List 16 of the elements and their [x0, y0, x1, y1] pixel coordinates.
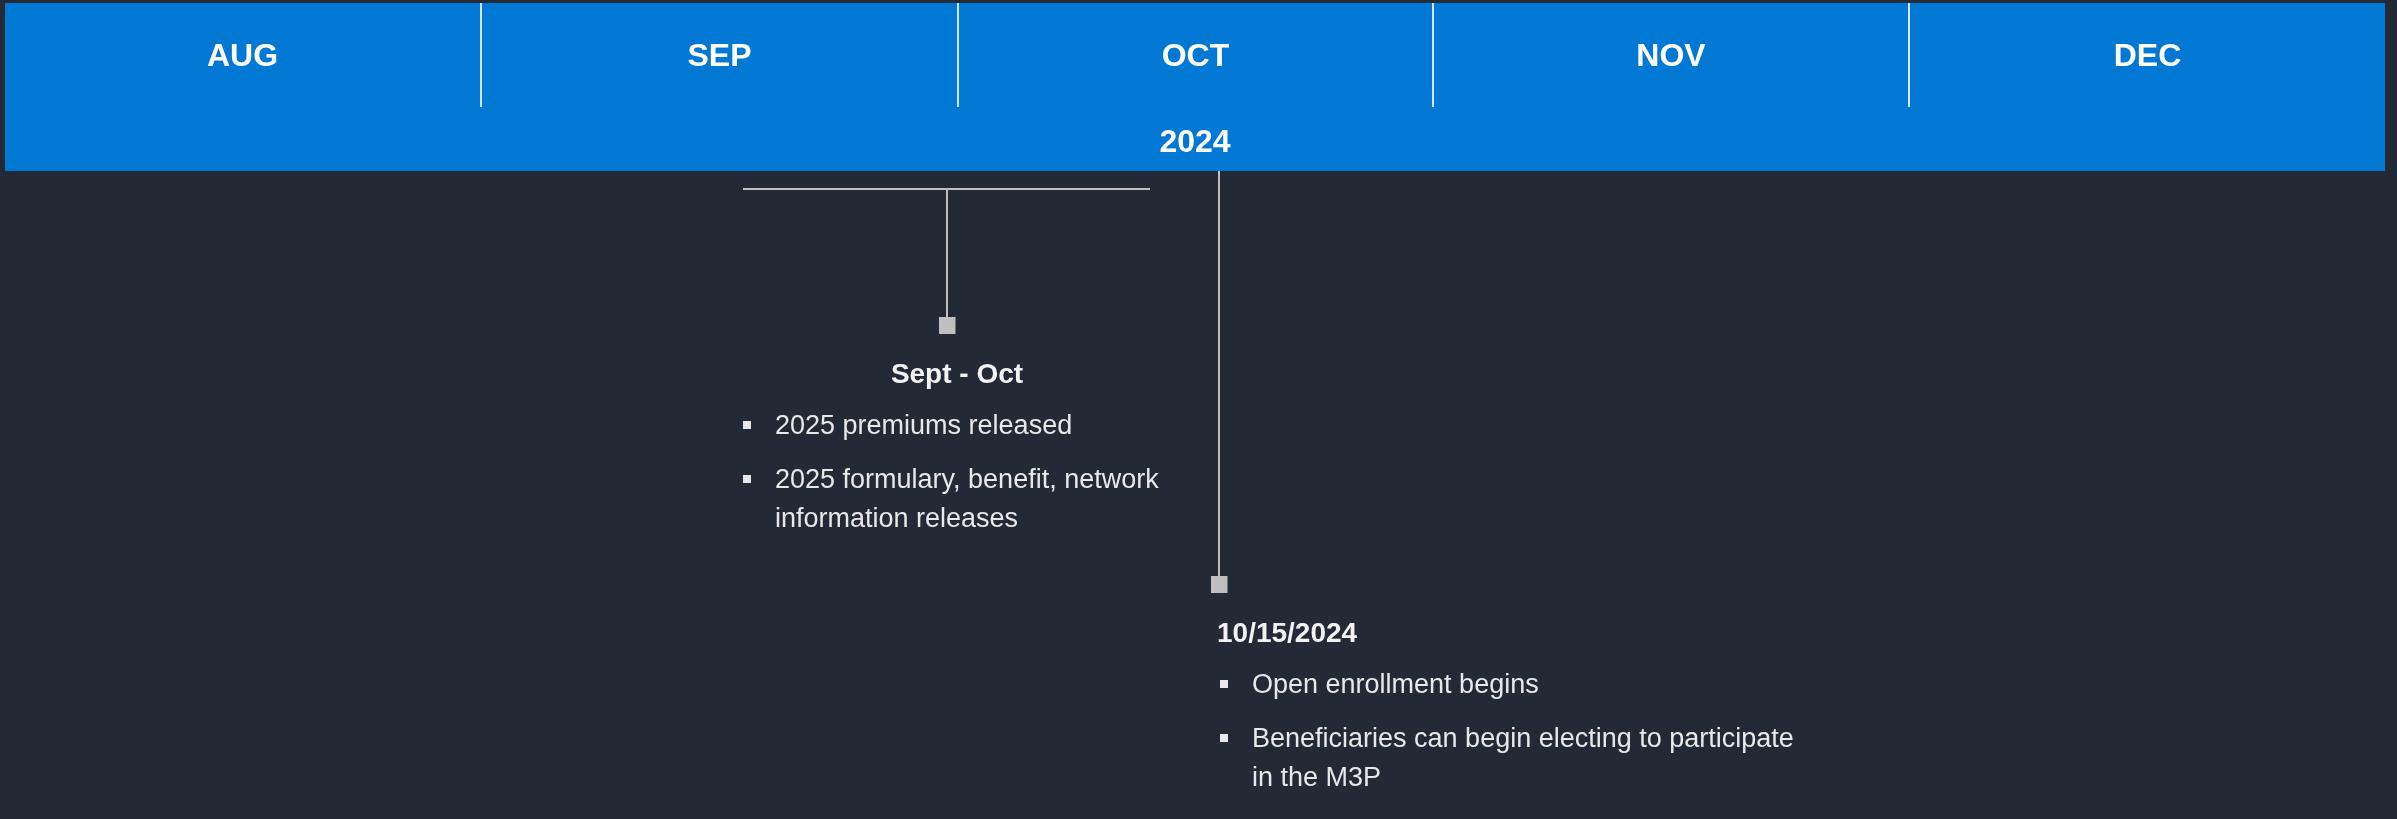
- milestone-date: 10/15/2024: [1217, 616, 1359, 650]
- milestone-date: Sept - Oct: [889, 357, 1025, 391]
- connector-line: [1210, 170, 1228, 594]
- month-label: DEC: [2113, 36, 2182, 74]
- bracket-line: [743, 188, 1150, 190]
- month-label: SEP: [687, 36, 752, 74]
- month-label: AUG: [206, 36, 279, 74]
- bullet-text: 2025 premiums released: [740, 406, 1210, 445]
- bullet-text: 2025 formulary, benefit, network information releases: [740, 460, 1210, 538]
- connector-line: [938, 189, 956, 335]
- bullet-text: Beneficiaries can begin electing to participate in the M3P: [1217, 719, 1817, 797]
- month-label: NOV: [1636, 36, 1706, 74]
- bullet-text: Open enrollment begins: [1217, 665, 1817, 704]
- month-label: OCT: [1161, 36, 1230, 74]
- header-band: [5, 3, 2385, 171]
- year-label: 2024: [1158, 123, 1232, 160]
